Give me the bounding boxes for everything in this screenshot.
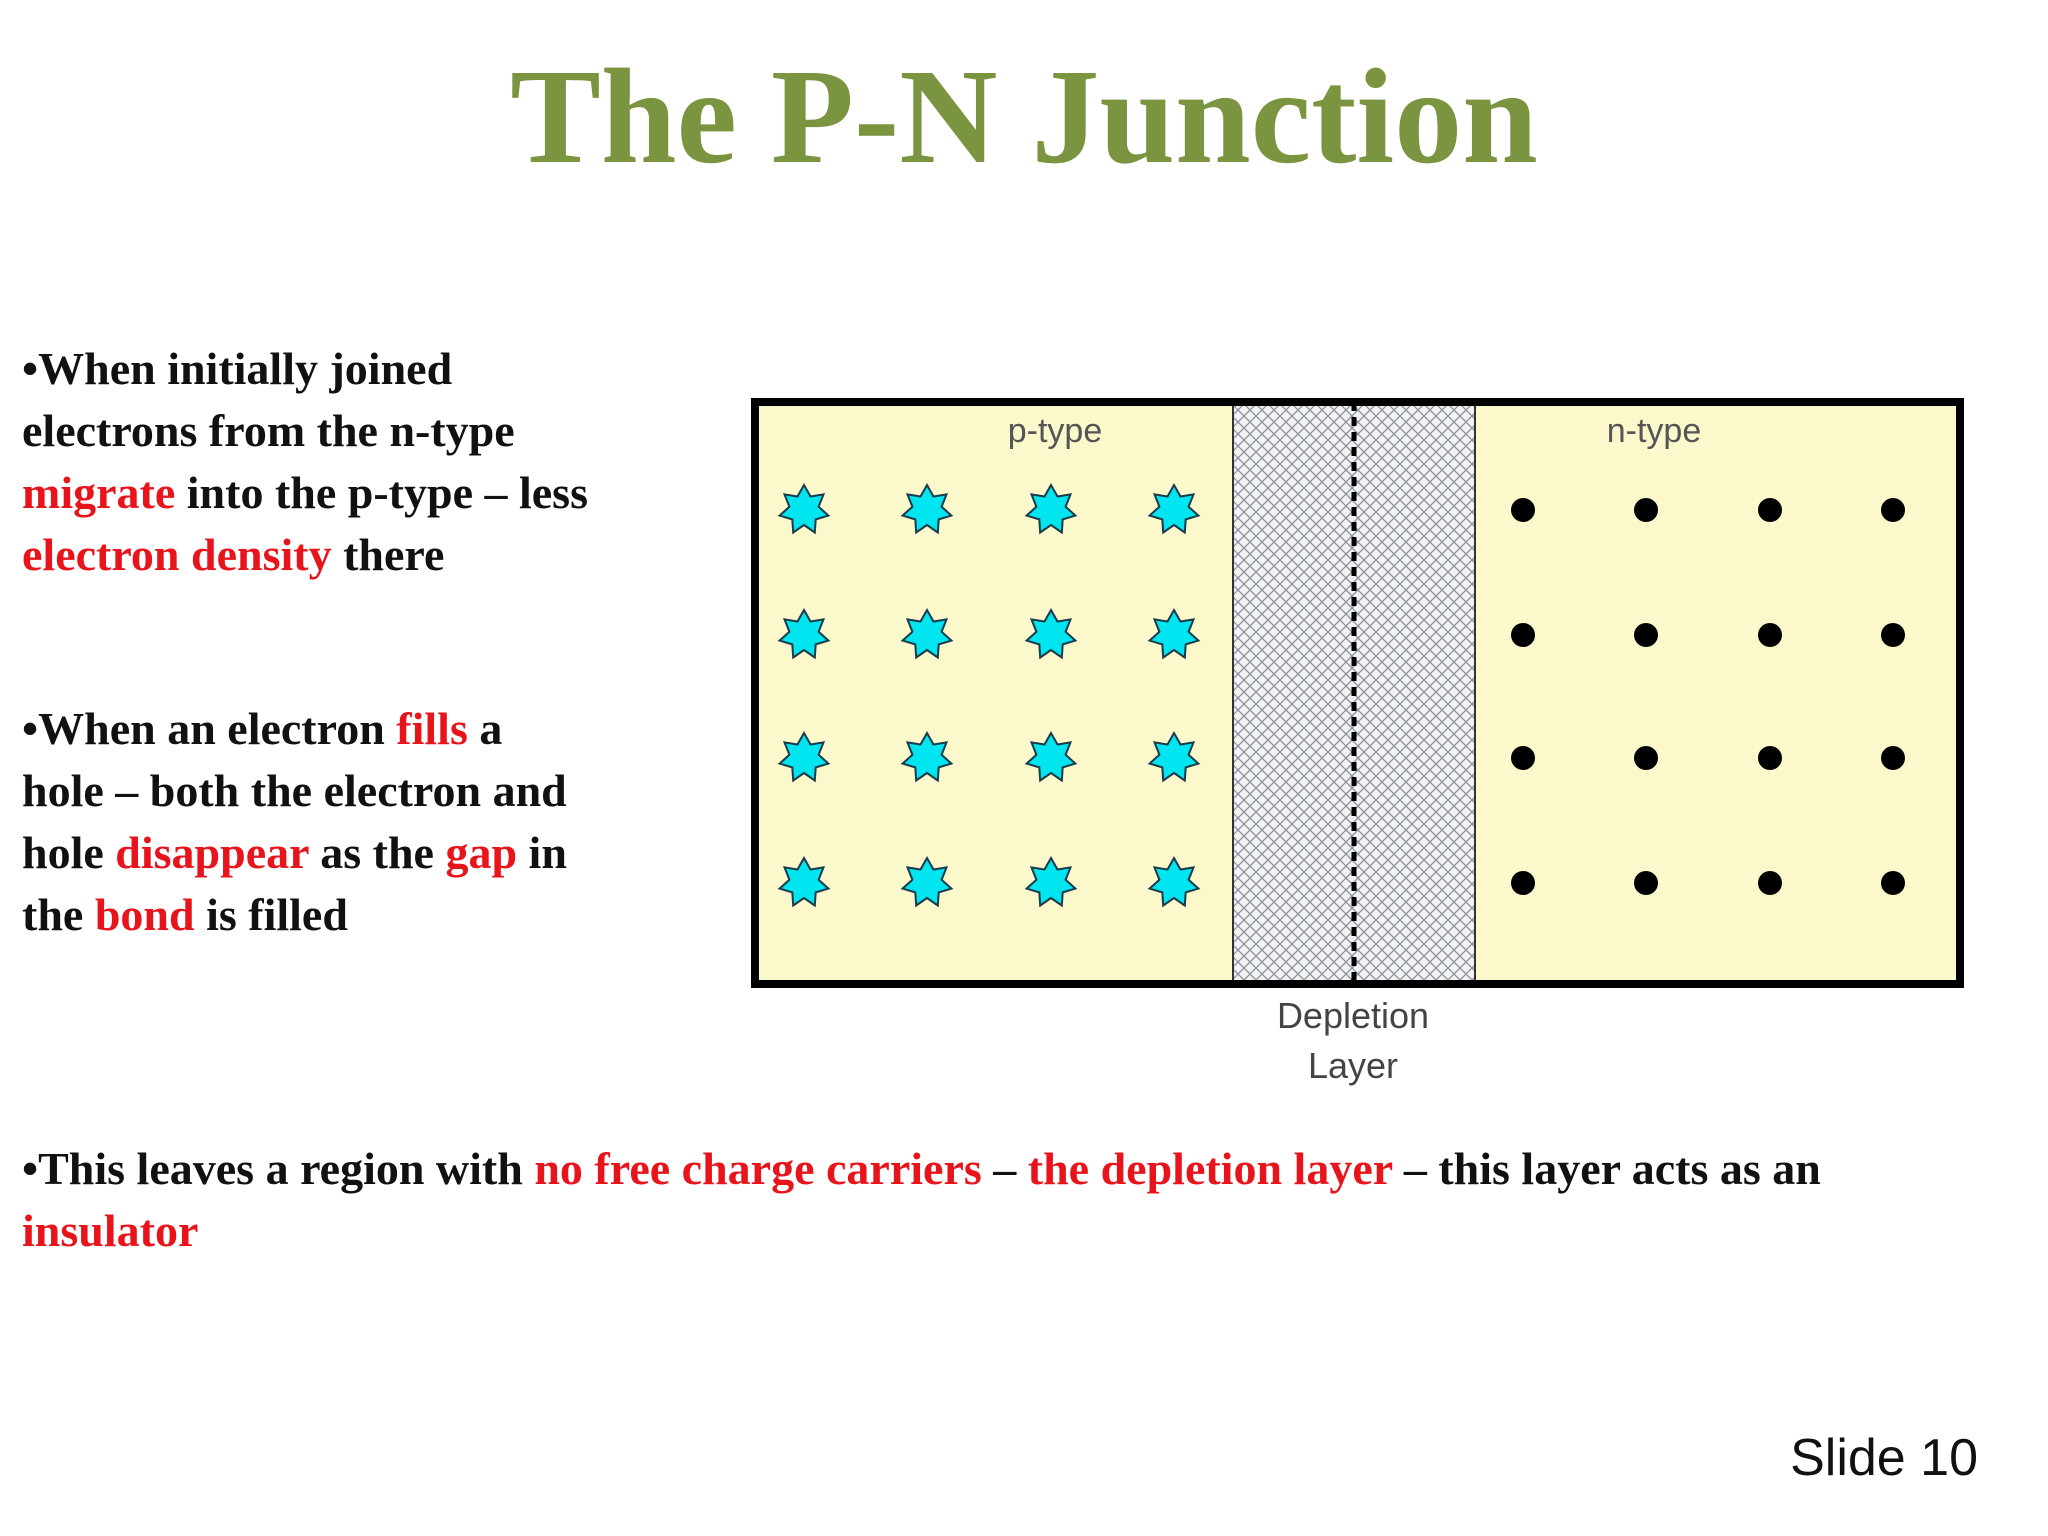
star-icon [1024, 855, 1078, 908]
highlighted-term: gap [445, 827, 518, 878]
bullet-text: as the [308, 827, 446, 878]
highlighted-term: migrate [22, 467, 176, 518]
dot-icon [1758, 871, 1782, 895]
dot-icon [1634, 623, 1658, 647]
bullet-migration: •When initially joined electrons from th… [22, 338, 622, 586]
bullet-recombination: •When an electron fills a hole – both th… [22, 698, 582, 946]
dot-icon [1511, 871, 1535, 895]
highlighted-term: the depletion layer [1027, 1143, 1393, 1194]
bullet-text: •When an electron [22, 703, 397, 754]
bullet-text: is filled [194, 889, 348, 940]
star-icon [1024, 482, 1078, 535]
dot-icon [1634, 871, 1658, 895]
highlighted-term: bond [94, 889, 195, 940]
star-icon [1147, 855, 1201, 908]
slide-number: Slide 10 [1790, 1429, 1978, 1487]
bullet-text: •When initially joined electrons from th… [22, 343, 515, 456]
bullet-depletion-layer: •This leaves a region with no free charg… [22, 1138, 1882, 1262]
star-icon [777, 482, 831, 535]
star-icon [1147, 482, 1201, 535]
dot-icon [1881, 871, 1905, 895]
depletion-label-line2: Layer [1308, 1045, 1398, 1086]
bullet-text: into the p-type – less [175, 467, 588, 518]
star-icon [1147, 607, 1201, 660]
star-icon [900, 607, 954, 660]
pn-junction-diagram: p-type n-type Depletion Layer [751, 398, 1964, 1086]
electron-carriers [1511, 498, 1905, 895]
star-icon [777, 607, 831, 660]
highlighted-term: insulator [22, 1205, 199, 1256]
hole-carriers [777, 482, 1201, 908]
dot-icon [1511, 746, 1535, 770]
depletion-label-line1: Depletion [1277, 995, 1429, 1036]
highlighted-term: disappear [115, 827, 309, 878]
star-icon [1024, 730, 1078, 783]
bullet-text: •This leaves a region with [22, 1143, 535, 1194]
dot-icon [1634, 498, 1658, 522]
n-type-label: n-type [1607, 412, 1702, 450]
star-icon [1147, 730, 1201, 783]
dot-icon [1511, 623, 1535, 647]
star-icon [900, 855, 954, 908]
n-type-region [1475, 402, 1960, 984]
dot-icon [1634, 746, 1658, 770]
outer-border [751, 398, 1964, 988]
star-icon [777, 855, 831, 908]
star-icon [1024, 607, 1078, 660]
p-type-label: p-type [1008, 412, 1103, 450]
highlighted-term: fills [396, 703, 468, 754]
star-icon [900, 730, 954, 783]
dot-icon [1881, 746, 1905, 770]
highlighted-term: electron density [22, 529, 332, 580]
bullet-text: – this layer acts as an [1392, 1143, 1821, 1194]
highlighted-term: no free charge carriers [534, 1143, 982, 1194]
slide-title: The P-N Junction [510, 42, 1538, 192]
dot-icon [1881, 623, 1905, 647]
dot-icon [1758, 746, 1782, 770]
dot-icon [1758, 498, 1782, 522]
star-icon [777, 730, 831, 783]
star-icon [900, 482, 954, 535]
bullet-text: in the [22, 827, 567, 940]
bullet-text: there [331, 529, 445, 580]
dot-icon [1881, 498, 1905, 522]
dot-icon [1758, 623, 1782, 647]
dot-icon [1511, 498, 1535, 522]
bullet-text: – [981, 1143, 1028, 1194]
p-type-region [755, 402, 1233, 984]
bullet-text: a hole – both the electron and hole [22, 703, 567, 878]
